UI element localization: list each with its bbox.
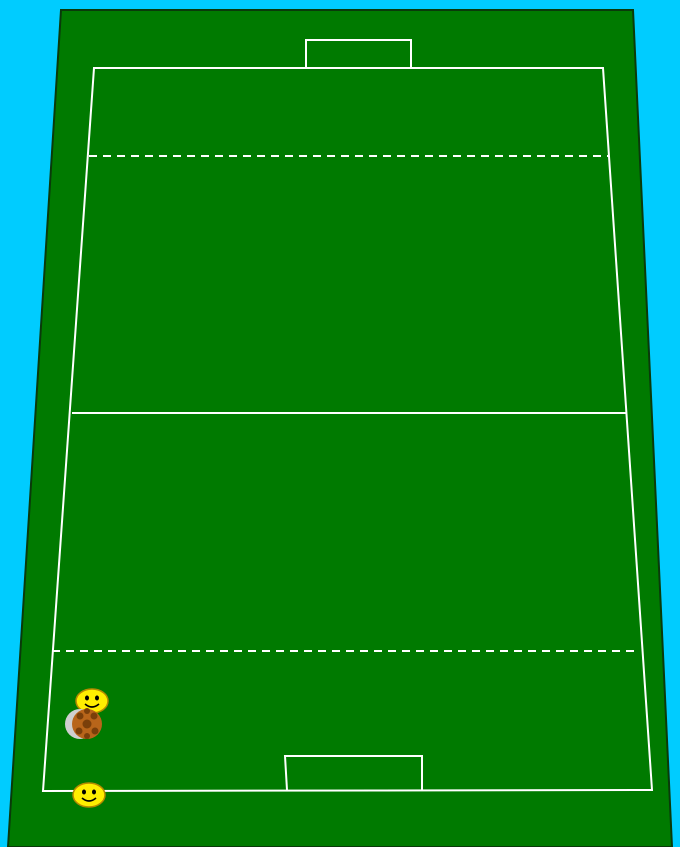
smiley-face-icon[interactable] [73,783,105,807]
pitch-surface [8,10,672,847]
soccer-ball-icon[interactable] [65,708,102,739]
